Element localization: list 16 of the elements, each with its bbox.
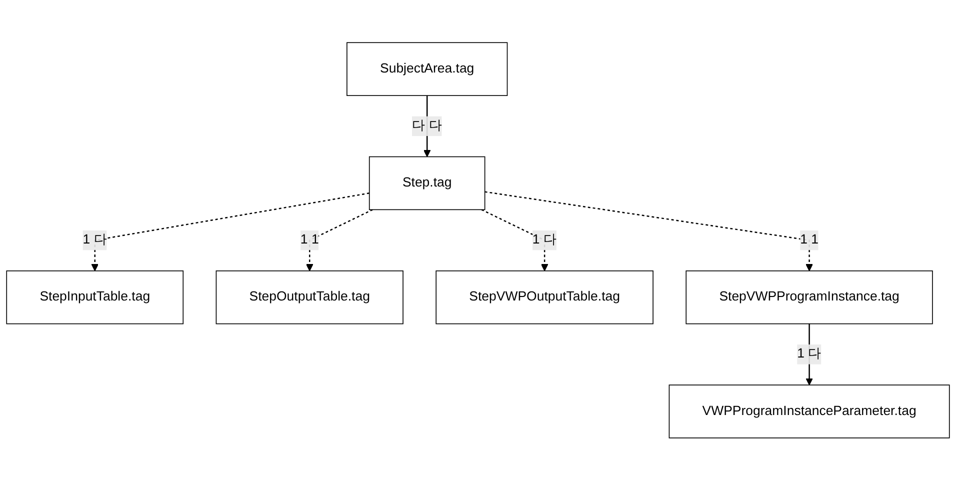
edge-label: 1 다 — [797, 347, 822, 362]
node-box: Step.tag — [368, 156, 486, 210]
edge-label: 1 1 — [300, 233, 319, 248]
arrow — [306, 209, 373, 272]
arrow — [484, 191, 813, 272]
edge-label: 다 다 — [412, 118, 442, 133]
arrow — [91, 192, 370, 272]
node-box: SubjectArea.tag — [346, 42, 508, 96]
node-box: StepInputTable.tag — [6, 270, 184, 324]
edge-label: 1 1 — [800, 233, 818, 248]
node-box: StepVWPOutputTable.tag — [436, 270, 654, 324]
edge-label: 1 다 — [82, 233, 108, 248]
edge-label: 1 다 — [532, 233, 557, 248]
node-box: VWPProgramInstanceParameter.tag — [668, 384, 950, 439]
node-box: StepOutputTable.tag — [216, 270, 404, 324]
node-box: StepVWPProgramInstance.tag — [686, 270, 933, 324]
